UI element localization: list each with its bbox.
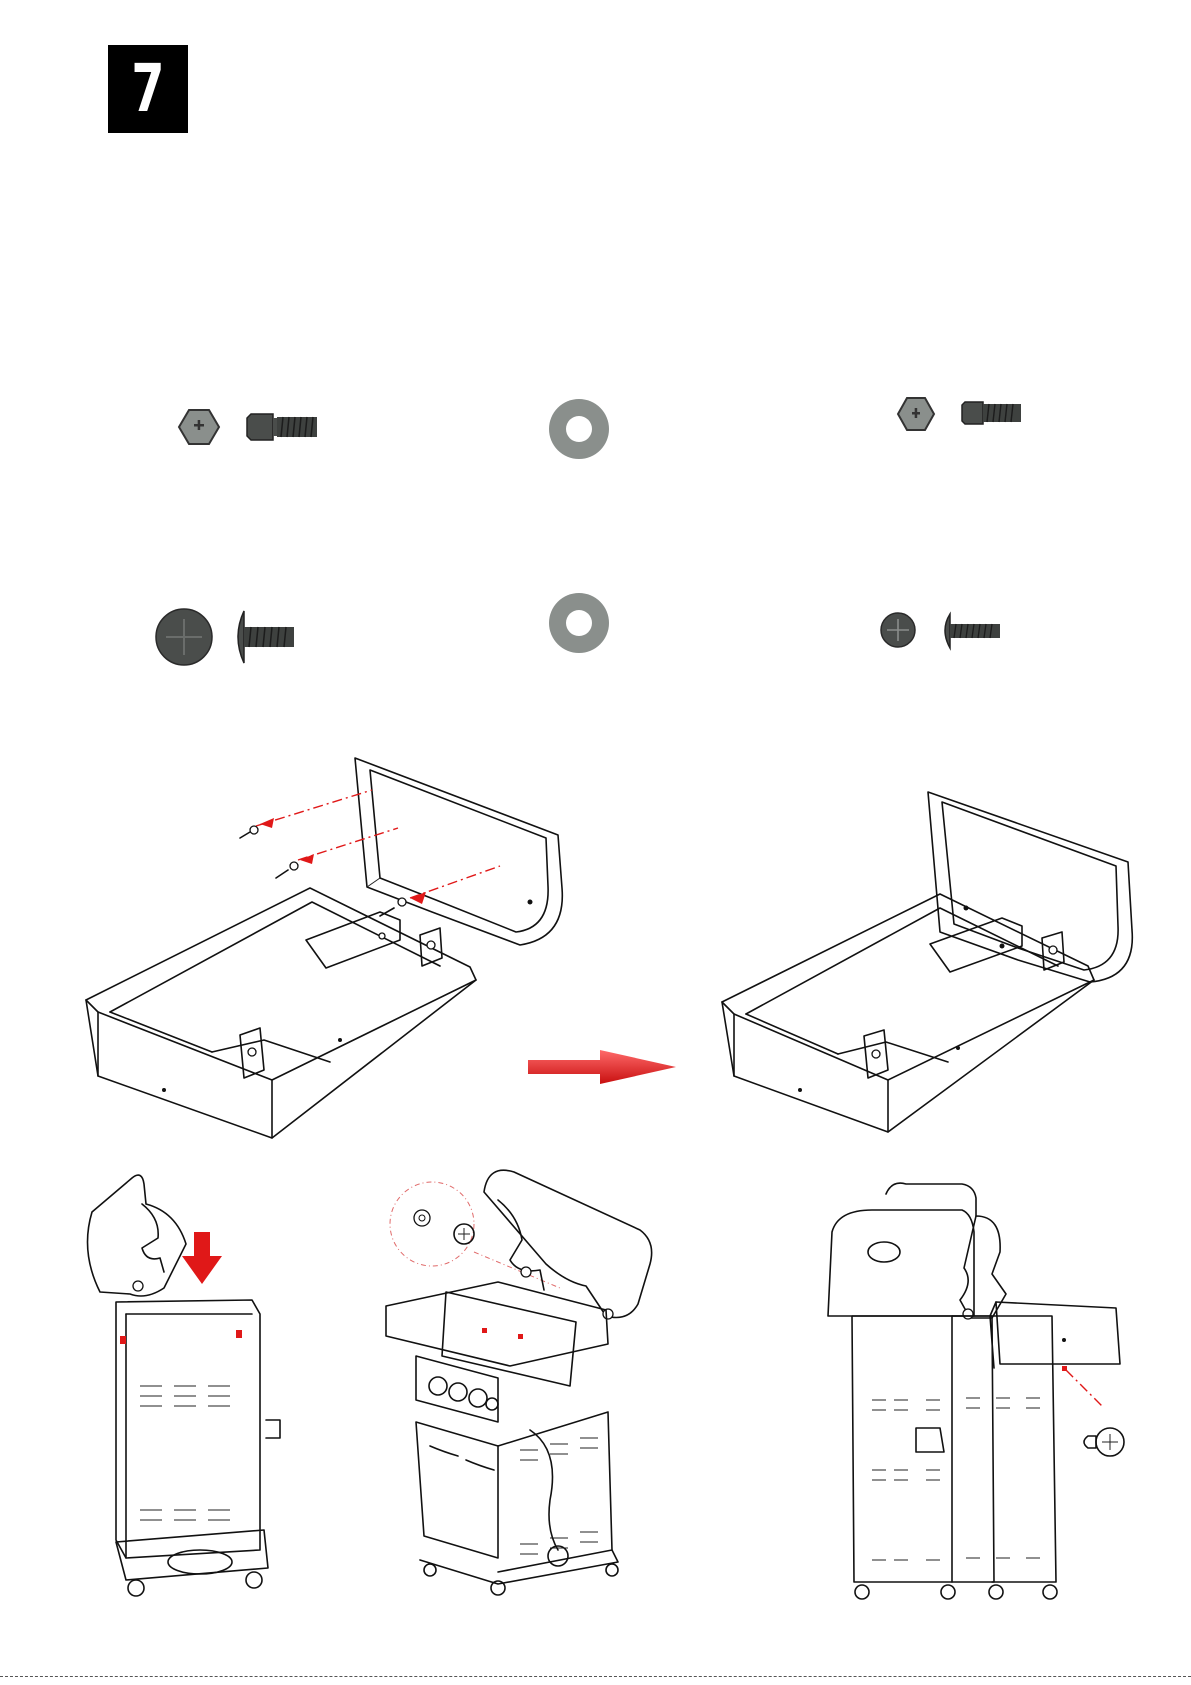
step-number: 7 [131, 56, 164, 122]
grill-rear-view-figure [826, 1180, 1146, 1610]
side-shelf-assembled-figure [718, 770, 1148, 1140]
step-number-badge: 7 [108, 45, 188, 133]
page-bottom-rule [0, 1676, 1191, 1677]
round-head-screw-icon [878, 610, 1008, 660]
flat-washer-icon [548, 398, 610, 460]
side-shelf-exploded-figure [80, 740, 600, 1140]
proceed-arrow-icon [528, 1050, 680, 1084]
flat-washer-icon [548, 592, 610, 654]
grill-front-view-figure [380, 1160, 670, 1600]
down-arrow-icon [182, 1232, 222, 1284]
round-head-screw-icon [152, 605, 312, 675]
hex-bolt-icon [175, 402, 325, 462]
screw-arrow-group [240, 818, 426, 916]
hex-bolt-icon [895, 392, 1035, 442]
grill-side-view-figure [76, 1170, 296, 1610]
